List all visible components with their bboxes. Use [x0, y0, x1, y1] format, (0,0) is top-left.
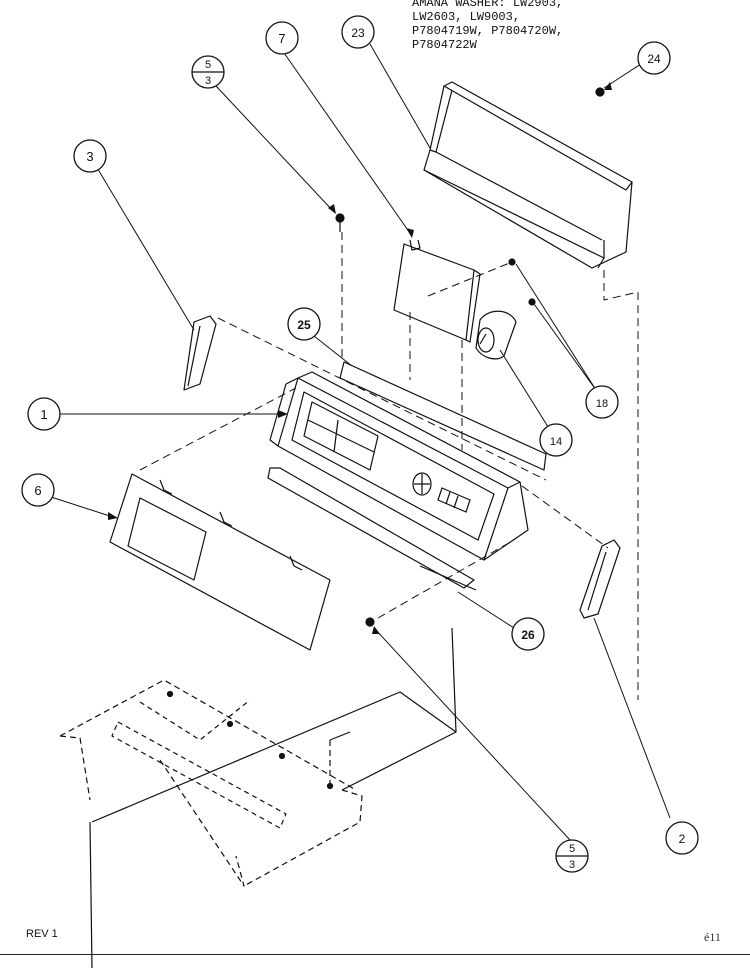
revision-label: REV 1: [26, 928, 58, 940]
header-line-2: LW2603, LW9003,: [412, 10, 521, 24]
callout-3-bottom: 3: [569, 859, 575, 871]
part-6-overlay: [109, 473, 331, 651]
callout-5-top: 5: [205, 59, 211, 71]
assembly-lines: [139, 232, 639, 700]
callout-7: 7: [278, 31, 285, 46]
page-mark: é11: [704, 930, 721, 944]
leader-lines: [47, 43, 671, 841]
part-25-strip: [339, 361, 547, 471]
screws: [335, 87, 605, 627]
callout-6: 6: [34, 483, 41, 498]
callout-5-bottom: 5: [569, 843, 575, 855]
part-2-right-endcap: [579, 539, 621, 619]
model-header: AMANA WASHER: LW2903, LW2603, LW9003, P7…: [412, 0, 563, 52]
callout-3-top: 3: [205, 75, 211, 87]
callout-circles: [21, 15, 699, 873]
arrowheads: [108, 82, 612, 634]
part-14-timer: [475, 258, 536, 360]
header-line-1: AMANA WASHER: LW2903,: [412, 0, 564, 10]
cabinet-top-base: [59, 627, 457, 969]
callout-18: 18: [596, 398, 608, 410]
callout-3: 3: [86, 149, 93, 164]
part-1-console: [269, 371, 529, 561]
callout-26: 26: [521, 628, 535, 642]
callout-1: 1: [40, 407, 47, 422]
callout-23: 23: [351, 26, 365, 40]
part-7-control-board: [393, 239, 481, 343]
callout-25: 25: [297, 318, 311, 332]
part-23-back-panel: [423, 81, 633, 269]
callout-2: 2: [679, 832, 686, 846]
bottom-rule: [0, 954, 750, 955]
part-3-left-endcap: [183, 315, 217, 391]
header-line-3: P7804719W, P7804720W,: [412, 24, 564, 38]
callout-24: 24: [647, 52, 661, 66]
callout-14: 14: [550, 436, 562, 448]
header-line-4: P7804722W: [412, 38, 477, 52]
